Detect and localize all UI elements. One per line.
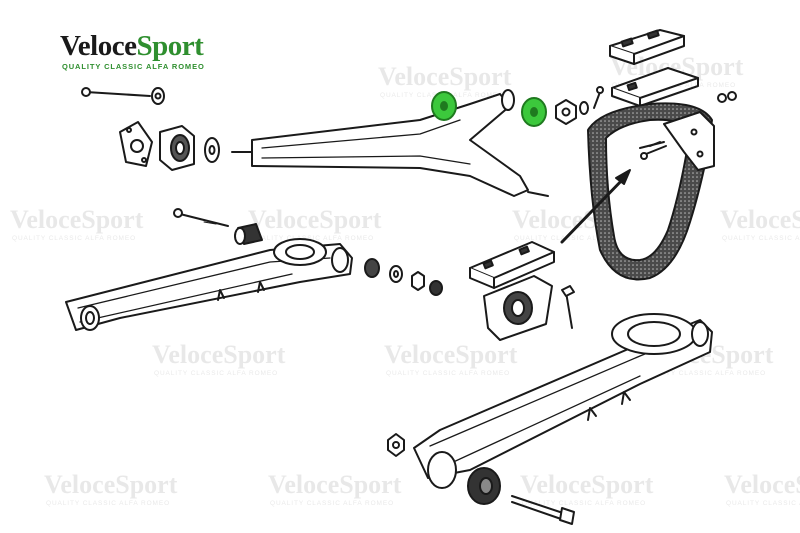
right-arm-bush — [467, 467, 501, 505]
center-mount-bolt — [561, 285, 575, 329]
washer — [204, 137, 220, 163]
a-frame-arm — [231, 89, 549, 197]
right-arm-bolt — [511, 495, 575, 525]
strap-mount — [587, 102, 715, 281]
center-mount-bush — [483, 275, 553, 341]
center-mount-bracket — [469, 241, 555, 289]
nuts-right — [717, 91, 737, 103]
small-bolt-top — [593, 86, 604, 109]
highlighted-bush-left — [431, 91, 457, 121]
assembly-arrow — [560, 169, 631, 244]
top-left-bolt — [81, 87, 165, 105]
small-washer — [579, 101, 589, 115]
highlighted-bush-right — [521, 97, 547, 127]
bush-chain — [364, 258, 443, 296]
left-arm-bolt — [173, 208, 229, 227]
left-trailing-arm — [65, 238, 353, 331]
brand-name: VeloceSport — [60, 30, 204, 63]
brand-tagline: Quality Classic Alfa Romeo — [62, 62, 205, 71]
strap-bolt — [640, 145, 667, 160]
brand-second: Sport — [136, 30, 204, 62]
brand-first: Veloce — [60, 30, 137, 62]
brand-logo: VeloceSport Quality Classic Alfa Romeo — [60, 22, 240, 74]
middle-bracket — [611, 67, 699, 107]
top-bracket-plate — [609, 29, 685, 65]
pivot-bush-housing — [159, 125, 195, 171]
nut — [555, 99, 577, 125]
right-trailing-arm — [413, 313, 713, 489]
mounting-plate — [119, 121, 153, 167]
right-arm-nut — [387, 433, 405, 457]
left-arm-bush — [234, 223, 263, 245]
